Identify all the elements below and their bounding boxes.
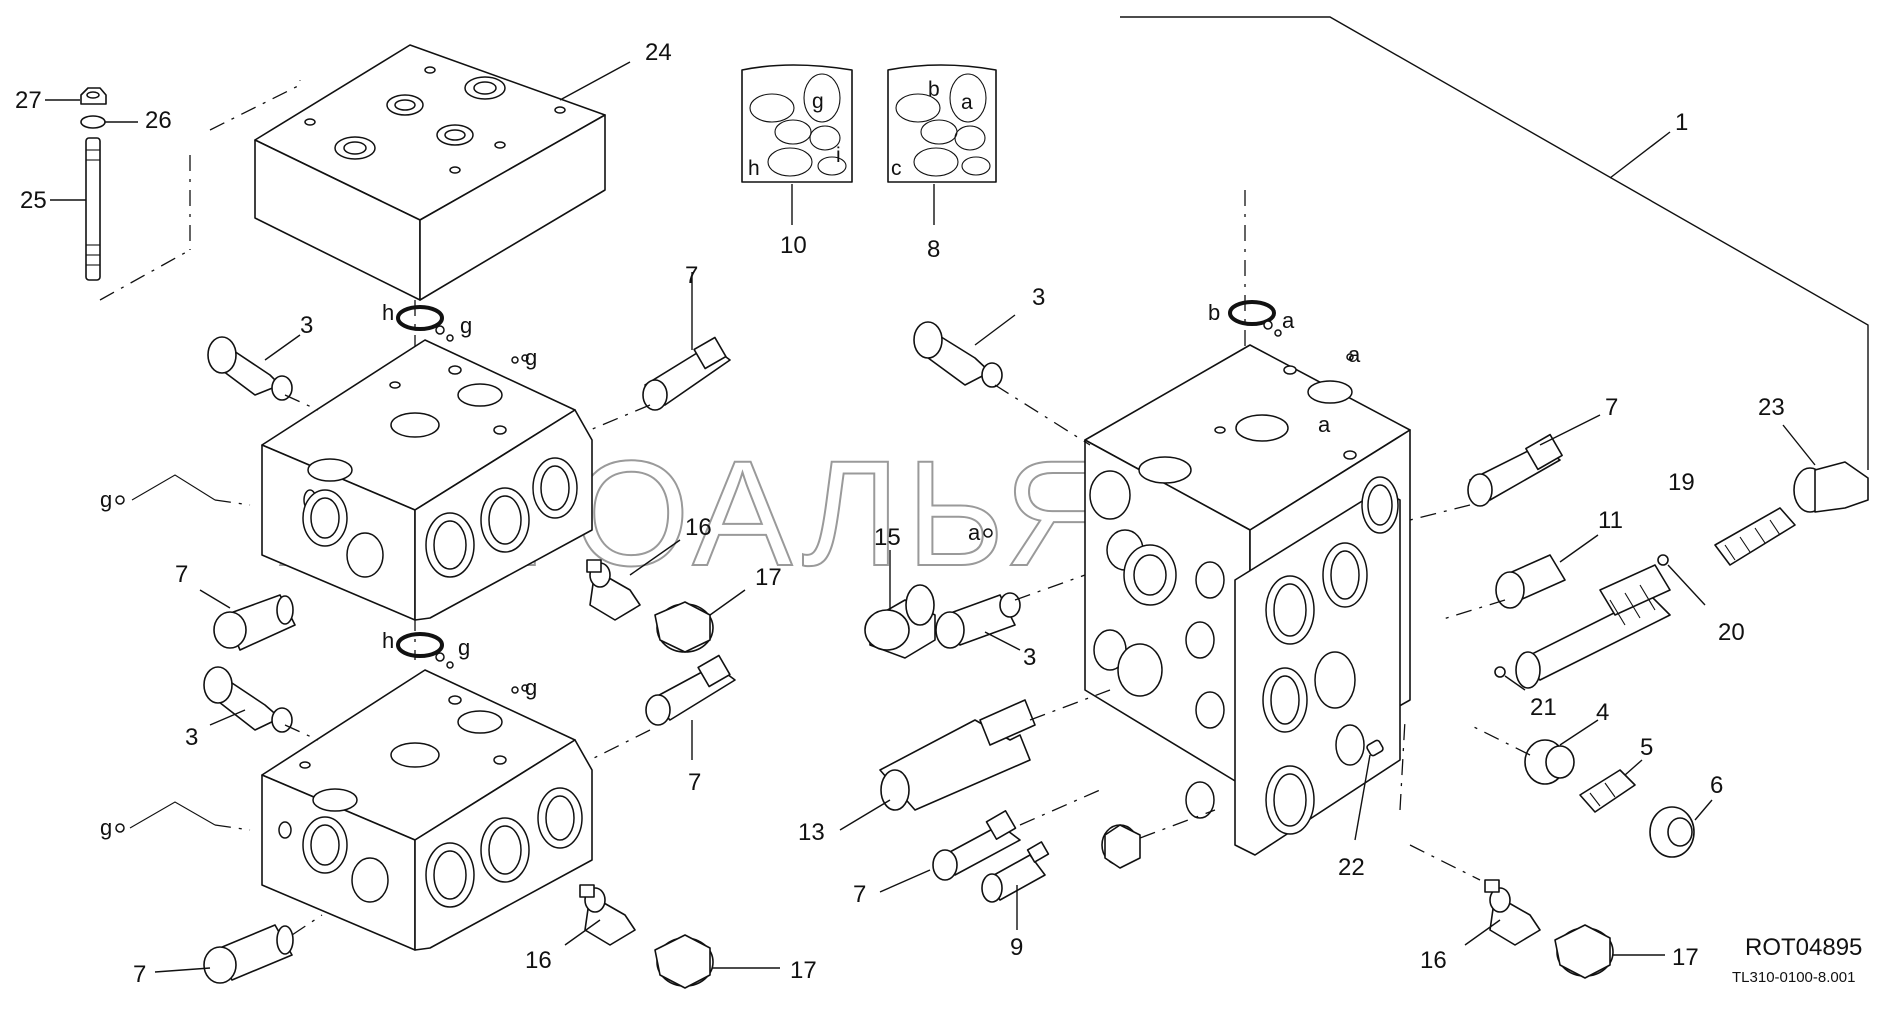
washer-26: [80, 115, 106, 129]
callout-9: 9: [1010, 934, 1023, 961]
callout-16-upper: 16: [685, 514, 712, 541]
relief-valve-9: [981, 841, 1050, 903]
callout-26: 26: [145, 107, 172, 134]
ball-21: [1494, 666, 1506, 678]
valve-7-upper-right: [642, 336, 731, 411]
kit-8-letter-a: a: [961, 91, 973, 114]
kit-8-letter-b: b: [928, 78, 940, 101]
seal-letter-g-lower-1: g: [458, 635, 470, 660]
callout-7-bottom-left: 7: [133, 961, 146, 988]
valve-cartridge-13: [879, 699, 1036, 811]
callout-19: 19: [1668, 469, 1695, 496]
spring-19: [1714, 507, 1796, 566]
plug-17-lower: [654, 934, 714, 989]
kit-10-letter-g: g: [812, 90, 824, 113]
callout-20: 20: [1718, 619, 1745, 646]
callout-17-upper: 17: [755, 564, 782, 591]
plug-3-right-lower: [935, 592, 1021, 649]
callout-16-lower: 16: [525, 947, 552, 974]
plug-17-upper: [654, 601, 714, 653]
callout-22: 22: [1338, 854, 1365, 881]
callout-25: 25: [20, 187, 47, 214]
callout-16-right: 16: [1420, 947, 1447, 974]
callout-13: 13: [798, 819, 825, 846]
top-end-cover-24: [254, 44, 606, 301]
callout-6: 6: [1710, 772, 1723, 799]
valve-7-bottom-left: [203, 924, 294, 984]
seal-letter-g-lower-2: g: [525, 675, 537, 700]
o-ring-h-upper: [396, 305, 444, 331]
fitting-16-right: [1484, 879, 1541, 946]
plug-3-upper-left: [207, 336, 293, 401]
seal-letter-h-lower: h: [382, 628, 394, 653]
callout-7-right: 7: [1605, 394, 1618, 421]
callout-7-upper-right: 7: [685, 262, 698, 289]
cap-11: [1495, 554, 1566, 609]
fitting-16-upper: [586, 559, 641, 621]
assembly-bracket-1: [1120, 16, 1869, 470]
seal-letter-a-right-2: a: [1348, 342, 1361, 367]
seal-letter-g-upper-1: g: [460, 313, 472, 338]
seal-letter-g-left-lower: g: [100, 815, 112, 840]
seal-letter-a-right-3: a: [1318, 412, 1331, 437]
main-valve-body: [1084, 344, 1411, 856]
plug-4: [1524, 739, 1575, 785]
seal-kit-8: b a c 8: [887, 64, 997, 263]
callout-3-lower-left: 3: [185, 724, 198, 751]
callout-11: 11: [1598, 507, 1623, 534]
spool-cartridge: [1515, 564, 1671, 689]
fitting-16-lower: [579, 884, 636, 946]
callout-27: 27: [15, 87, 42, 114]
plug-17-right: [1554, 924, 1614, 979]
callout-1: 1: [1675, 109, 1688, 136]
callout-17-right: 17: [1672, 944, 1699, 971]
plug-23: [1793, 461, 1869, 513]
seal-letter-h-upper: h: [382, 300, 394, 325]
callout-5: 5: [1640, 734, 1653, 761]
drawing-code: ROT04895: [1745, 934, 1862, 961]
seal-kit-10: g h i 10: [741, 64, 853, 259]
seal-letter-a-right-1: a: [1282, 308, 1295, 333]
seal-letter-g-left-upper: g: [100, 487, 112, 512]
kit-8-letter-c: c: [891, 157, 902, 180]
seal-letter-a-middle: a: [968, 520, 981, 545]
callout-15: 15: [874, 524, 901, 551]
o-ring-b-right: [1228, 300, 1276, 326]
plug-small-bottom: [1101, 824, 1141, 869]
callout-21: 21: [1530, 694, 1557, 721]
callout-10: 10: [780, 232, 807, 259]
ball-20: [1657, 554, 1669, 566]
callout-23: 23: [1758, 394, 1785, 421]
plug-3-right-top: [913, 321, 1003, 388]
callout-3-right-top: 3: [1032, 284, 1045, 311]
bolt-25: [85, 137, 101, 281]
valve-7-bottom-middle: [932, 810, 1021, 881]
callout-24: 24: [645, 39, 672, 66]
valve-7-left-middle: [213, 594, 296, 651]
seal-letter-b-right: b: [1208, 300, 1220, 325]
kit-10-letter-i: i: [836, 144, 841, 167]
callout-4: 4: [1596, 699, 1609, 726]
pin-22: [1366, 739, 1384, 757]
kit-10-letter-h: h: [748, 157, 760, 180]
spring-5: [1579, 769, 1636, 813]
callout-3-upper-left: 3: [300, 312, 313, 339]
drawing-reference: TL310-0100-8.001: [1732, 969, 1855, 986]
callout-8: 8: [927, 236, 940, 263]
seal-letter-g-upper-2: g: [525, 345, 537, 370]
plug-6: [1649, 806, 1695, 858]
plug-15: [864, 584, 936, 659]
section-block-upper: [261, 339, 593, 621]
callout-3-right-lower: 3: [1023, 644, 1036, 671]
callout-17-lower: 17: [790, 957, 817, 984]
callout-7-left-middle: 7: [175, 561, 188, 588]
callout-7-right-lower: 7: [688, 769, 701, 796]
o-ring-h-lower: [396, 632, 444, 658]
valve-7-right-lower: [645, 654, 736, 726]
nut-27: [80, 87, 107, 105]
callout-7-bottom-middle: 7: [853, 881, 866, 908]
section-block-lower: [261, 669, 593, 951]
valve-7-right: [1467, 433, 1563, 507]
